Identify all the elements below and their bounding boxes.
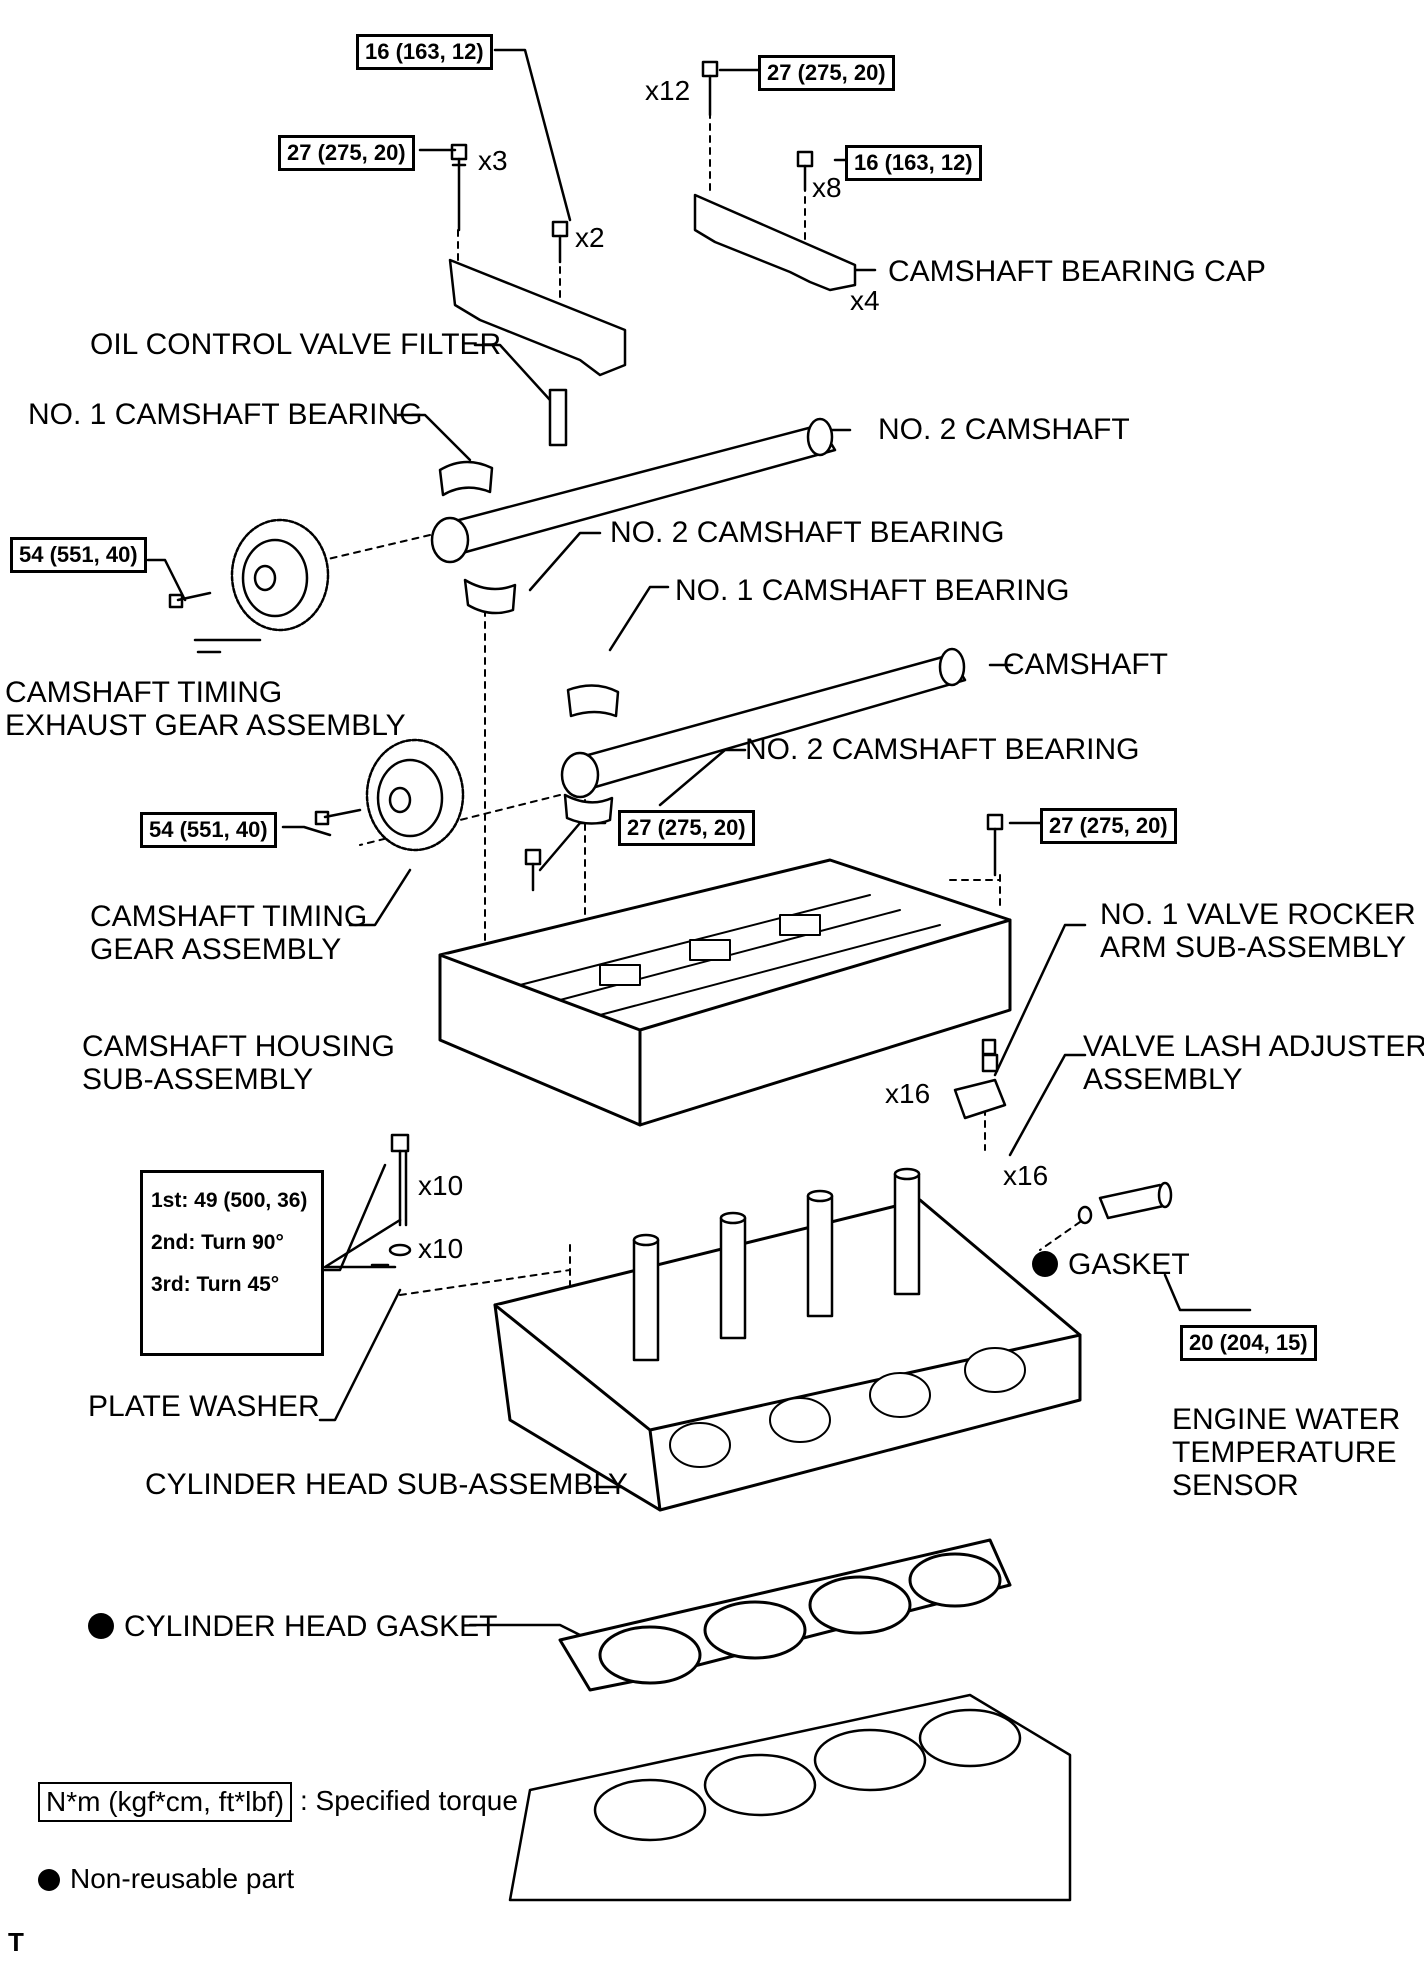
qty-x10-washer: x10 bbox=[418, 1233, 464, 1264]
label-sensor-line1: ENGINE WATER bbox=[1172, 1403, 1401, 1436]
label-camshaft-bearing-cap: CAMSHAFT BEARING CAP bbox=[888, 255, 1266, 288]
cylinder-block bbox=[508, 1693, 1072, 1902]
gasket-text: GASKET bbox=[1068, 1248, 1190, 1281]
label-timing-gear-line2: GEAR ASSEMBLY bbox=[90, 933, 342, 966]
torque-step-1: 1st: 49 (500, 36) bbox=[151, 1189, 308, 1212]
legend-nonreusable-text: Non-reusable part bbox=[70, 1863, 295, 1894]
label-gasket: GASKET bbox=[1032, 1248, 1190, 1282]
ocv-filter-shape bbox=[548, 388, 568, 447]
cylinder-head bbox=[493, 1167, 1082, 1512]
torque-box-3: 27 (275, 20) bbox=[758, 55, 895, 91]
label-no1-cam-bearing-lower: NO. 1 CAMSHAFT BEARING bbox=[675, 574, 1070, 607]
label-cylinder-head: CYLINDER HEAD SUB-ASSEMBLY bbox=[145, 1468, 628, 1501]
label-rocker-line1: NO. 1 VALVE ROCKER bbox=[1100, 898, 1416, 931]
torque-box-5: 54 (551, 40) bbox=[10, 537, 147, 573]
label-no2-cam-bearing-lower: NO. 2 CAMSHAFT BEARING bbox=[745, 733, 1140, 766]
camshafts bbox=[430, 417, 967, 799]
qty-x16-adjuster: x16 bbox=[1003, 1160, 1049, 1191]
label-sensor-line2: TEMPERATURE bbox=[1172, 1436, 1397, 1469]
label-housing-line1: CAMSHAFT HOUSING bbox=[82, 1030, 395, 1063]
legend-torque-unit: N*m (kgf*cm, ft*lbf) bbox=[38, 1782, 293, 1822]
torque-box-9: 20 (204, 15) bbox=[1180, 1325, 1317, 1361]
legend-nonreusable: Non-reusable part bbox=[38, 1862, 294, 1896]
nonreusable-dot-icon bbox=[38, 1869, 60, 1891]
label-exhaust-gear-line2: EXHAUST GEAR ASSEMBLY bbox=[5, 709, 406, 742]
legend-torque-desc: : Specified torque bbox=[300, 1785, 518, 1816]
torque-box-8: 27 (275, 20) bbox=[1040, 808, 1177, 844]
bearing-halves bbox=[438, 460, 620, 825]
qty-x8: x8 bbox=[812, 172, 842, 203]
qty-x10-bolt: x10 bbox=[418, 1170, 464, 1201]
label-no2-cam-bearing-upper: NO. 2 CAMSHAFT BEARING bbox=[610, 516, 1005, 549]
torque-step-3: 3rd: Turn 45° bbox=[151, 1273, 280, 1296]
label-lash-adjuster-line2: ASSEMBLY bbox=[1083, 1063, 1243, 1096]
qty-x16-rocker: x16 bbox=[885, 1078, 931, 1109]
head-bolt-torque-box: 1st: 49 (500, 36) 2nd: Turn 90° 3rd: Tur… bbox=[140, 1170, 324, 1356]
label-lash-adjuster-line1: VALVE LASH ADJUSTER bbox=[1083, 1030, 1424, 1063]
torque-box-6: 54 (551, 40) bbox=[140, 812, 277, 848]
label-no2-camshaft: NO. 2 CAMSHAFT bbox=[878, 413, 1130, 446]
label-camshaft: CAMSHAFT bbox=[1003, 648, 1168, 681]
torque-box-2: 27 (275, 20) bbox=[278, 135, 415, 171]
nonreusable-dot-icon bbox=[1032, 1251, 1058, 1277]
label-exhaust-gear-line1: CAMSHAFT TIMING bbox=[5, 676, 283, 709]
label-timing-gear-line1: CAMSHAFT TIMING bbox=[90, 900, 368, 933]
timing-gears bbox=[230, 518, 465, 852]
nonreusable-dot-icon bbox=[88, 1613, 114, 1639]
camshaft-housing bbox=[438, 858, 1012, 1127]
torque-box-1: 16 (163, 12) bbox=[356, 34, 493, 70]
corner-mark: T bbox=[8, 1927, 24, 1957]
label-rocker-line2: ARM SUB-ASSEMBLY bbox=[1100, 931, 1407, 964]
torque-box-4: 16 (163, 12) bbox=[845, 145, 982, 181]
rocker-and-adjuster bbox=[953, 1078, 1173, 1225]
qty-x4: x4 bbox=[850, 285, 880, 316]
label-head-gasket: CYLINDER HEAD GASKET bbox=[88, 1610, 497, 1644]
qty-x12: x12 bbox=[645, 75, 691, 106]
label-oil-control-valve-filter: OIL CONTROL VALVE FILTER bbox=[90, 328, 502, 361]
qty-x3: x3 bbox=[478, 145, 508, 176]
label-no1-cam-bearing-upper: NO. 1 CAMSHAFT BEARING bbox=[28, 398, 423, 431]
label-plate-washer: PLATE WASHER bbox=[88, 1390, 320, 1423]
bearing-caps bbox=[448, 193, 857, 377]
leader-lines bbox=[146, 48, 1252, 1642]
head-gasket-text: CYLINDER HEAD GASKET bbox=[124, 1610, 498, 1643]
bolts bbox=[168, 60, 1004, 1257]
label-sensor-line3: SENSOR bbox=[1172, 1469, 1299, 1502]
label-housing-line2: SUB-ASSEMBLY bbox=[82, 1063, 314, 1096]
torque-step-2: 2nd: Turn 90° bbox=[151, 1231, 284, 1254]
torque-box-7: 27 (275, 20) bbox=[618, 810, 755, 846]
head-gasket-shape bbox=[558, 1538, 1012, 1692]
qty-x2: x2 bbox=[575, 222, 605, 253]
